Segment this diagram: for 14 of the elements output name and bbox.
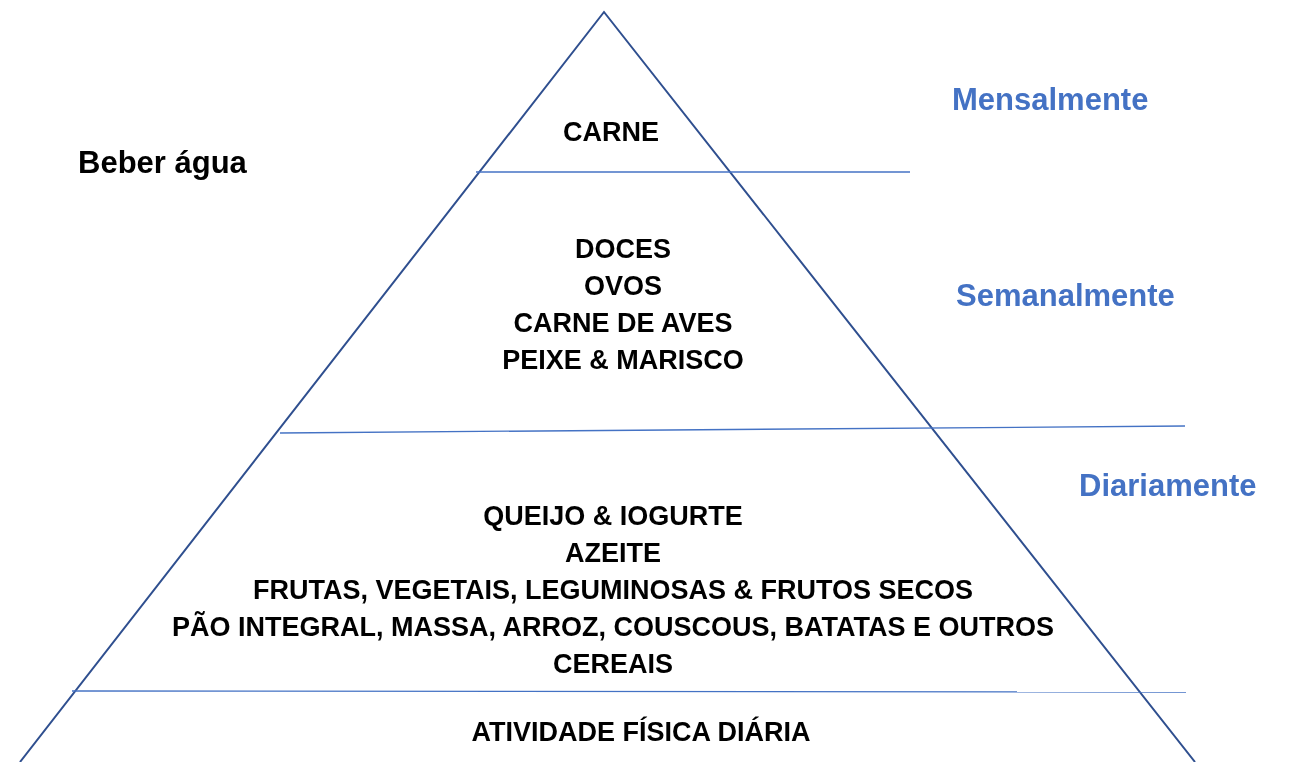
note-text: Beber água [78, 145, 247, 181]
food-group-text: CARNE DE AVES [512, 307, 734, 340]
frequency-label: Diariamente [1079, 468, 1257, 504]
food-group-text: PÃO INTEGRAL, MASSA, ARROZ, COUSCOUS, BATATAS E OUTROS CEREAIS [171, 610, 1055, 681]
food-group-text: DOCES [574, 233, 672, 266]
food-group-text: QUEIJO & IOGURTE [482, 500, 744, 533]
frequency-label: Semanalmente [956, 278, 1175, 314]
food-group-text: OVOS [583, 270, 663, 303]
frequency-label: Mensalmente [952, 82, 1149, 118]
food-group-text: ATIVIDADE FÍSICA DIÁRIA [470, 715, 812, 749]
food-group-text: PEIXE & MARISCO [501, 344, 745, 377]
food-group-text: AZEITE [564, 537, 662, 570]
food-group-text: CARNE [562, 116, 660, 149]
food-group-text: FRUTAS, VEGETAIS, LEGUMINOSAS & FRUTOS SECOS [251, 574, 975, 607]
